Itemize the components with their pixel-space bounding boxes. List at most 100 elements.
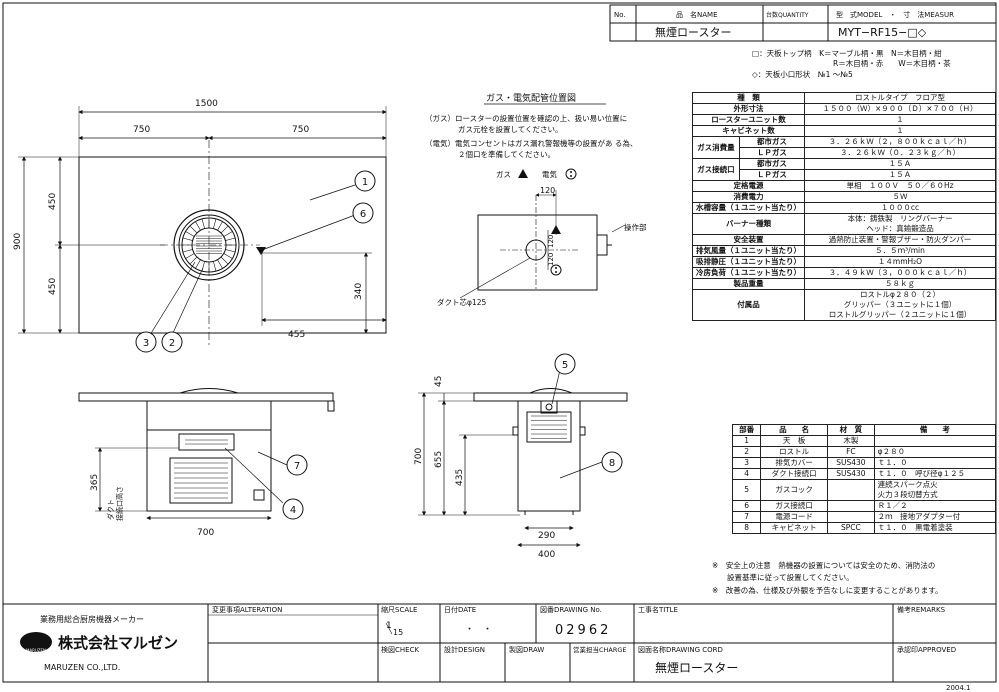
callout-6-label: 6 [360, 209, 366, 220]
parts-cell: 8 [731, 522, 762, 534]
title-label: 工事名TITLE [638, 605, 678, 614]
parts-cell: SUS430 [827, 457, 875, 469]
side-dim-655: 655 [434, 451, 444, 468]
parts-cell: ｔ１．０ 呼び径φ１２５ [873, 468, 997, 480]
spec-row: 種 類ロストルタイプ フロア型 [692, 92, 996, 104]
draw-label: 製図DRAW [509, 645, 544, 654]
spec-value: 過熱防止装置・警報ブザー・防火ダンパー [804, 234, 996, 246]
parts-cell: 4 [731, 468, 762, 480]
grate-bar [182, 249, 193, 253]
plan-dim-right: 750 [292, 125, 309, 135]
spec-value: １５Ａ [804, 158, 996, 170]
plan-dim-total: 1500 [195, 99, 218, 109]
scale-denominator: 15 [393, 628, 403, 637]
grate-bar [185, 231, 195, 237]
spec-group: ガス接続口 [692, 158, 740, 181]
parts-cell: 6 [731, 500, 762, 512]
spec-label: キャビネット数 [692, 125, 805, 137]
spec-sub: ＬＰガス [738, 169, 806, 181]
callout-7 [286, 454, 308, 476]
spec-sub: 都市ガス [738, 136, 806, 148]
maker-line: 業務用総合厨房機器メーカー [40, 614, 144, 624]
callout-1-label: 1 [362, 177, 368, 188]
parts-cell: 1 [731, 435, 762, 447]
spec-label: ロースターユニット数 [692, 114, 805, 126]
spec-value: １４mmH₂O [804, 256, 996, 268]
spec-row: 吸排静圧（１ユニット当たり）１４mmH₂O [692, 256, 996, 268]
front-duct-height-line2: 接続口高さ [115, 486, 124, 521]
spec-row: 定格電源単相 １００Ｖ ５０／６０Hz [692, 180, 996, 192]
header-name-value: 無煙ロースター [655, 25, 731, 39]
spec-value: １ [804, 125, 996, 137]
parts-cell: キャビネット [760, 522, 829, 534]
header-qty-label: 台数QUANTITY [766, 11, 809, 19]
grate-bar [223, 231, 233, 237]
cord-value: 無煙ロースター [655, 660, 738, 675]
front-duct-height-line1: ダクト [106, 499, 115, 520]
side-dim-700: 700 [414, 448, 424, 465]
callout-8 [601, 451, 623, 473]
spec-label: 付属品 [692, 289, 805, 321]
side-dim-290: 290 [538, 531, 555, 541]
gas-elec-title: ガス・電気配管位置図 [486, 92, 576, 104]
parts-cell: ガスコック [760, 479, 829, 501]
drawing-no: 02962 [555, 623, 611, 638]
company-logo: MARUZEN [20, 632, 52, 653]
plan-dim-340: 340 [354, 283, 364, 300]
front-view [78, 388, 335, 521]
plan-dim-455: 455 [288, 330, 305, 340]
spec-group: ガス消費量 [692, 136, 740, 159]
spec-value: ロストルφ２８０（２） グリッパー（３ユニットに１個） ロストルグリッパー（２ユ… [804, 289, 996, 321]
logo-text: MARUZEN [26, 648, 46, 653]
parts-header-row: 部番品 名材 質備 考 [731, 424, 997, 436]
parts-cell: 天 板 [760, 435, 829, 447]
parts-cell: 5 [731, 479, 762, 501]
top-note-3: ◇：天板小口形状 №1 〜№5 [752, 69, 853, 79]
spec-label: 水槽容量（１ユニット当たり） [692, 202, 805, 214]
parts-cell: 電源コード [760, 511, 829, 523]
spec-row: バーナー種類本体：鋳鉄製 リングバーナー ヘッド：真鍮鍛造品 [692, 213, 996, 235]
spec-value: ５．５ｍ³/min [804, 245, 996, 257]
parts-cell [827, 511, 875, 523]
spec-label: バーナー種類 [692, 213, 805, 235]
grate-bar [220, 256, 229, 265]
company-name-en: MARUZEN CO.,LTD. [44, 663, 120, 672]
spec-row: 安全装置過熱防止装置・警報ブザー・防火ダンパー [692, 234, 996, 246]
grate-bar [213, 218, 217, 229]
title-block [2, 603, 997, 683]
spec-value: １５００（Ｗ）×９００（Ｄ）×７００（Ｈ） [804, 103, 996, 115]
parts-cell [827, 479, 875, 501]
parts-header: 材 質 [827, 424, 875, 436]
plan-leaders [149, 184, 603, 504]
parts-cell: φ２８０ [873, 446, 997, 458]
drawing-no-label: 図番DRAWING No. [540, 606, 602, 614]
spec-row: 排気風量（１ユニット当たり）５．５ｍ³/min [692, 245, 996, 257]
grate-bar [217, 221, 223, 231]
legend-gas-icon [518, 169, 528, 178]
panel-label: 操作部 [624, 222, 647, 232]
dim-120-top: 120 [540, 186, 555, 195]
dim-120-b: 120 [547, 253, 555, 266]
duct-label: ダクト芯φ125 [437, 297, 486, 307]
side-view [418, 388, 628, 548]
callout-5 [554, 353, 576, 375]
parts-cell: ｔ１．０ 黒電着塗装 [873, 522, 997, 534]
grate-bar [195, 259, 201, 269]
spec-row: 冷房負荷（１ユニット当たり）３．４９ｋＷ（３，０００ｋｃａｌ／ｈ） [692, 267, 996, 279]
side-dim-400: 400 [538, 550, 555, 560]
grate-bar [185, 253, 195, 259]
gas-note-2: ガス元栓を設置してください。 [458, 124, 563, 134]
legend-elec-icon [565, 168, 577, 180]
spec-value: １０００cc [804, 202, 996, 214]
front-dim-700: 700 [197, 528, 214, 538]
parts-cell: ロストル [760, 446, 829, 458]
header-name-label: 品 名NAME [676, 10, 718, 19]
grate-bar [225, 237, 236, 241]
header-model-value: MYT−RF15−□◇ [838, 26, 927, 39]
spec-value: 単相 １００Ｖ ５０／６０Hz [804, 180, 996, 192]
